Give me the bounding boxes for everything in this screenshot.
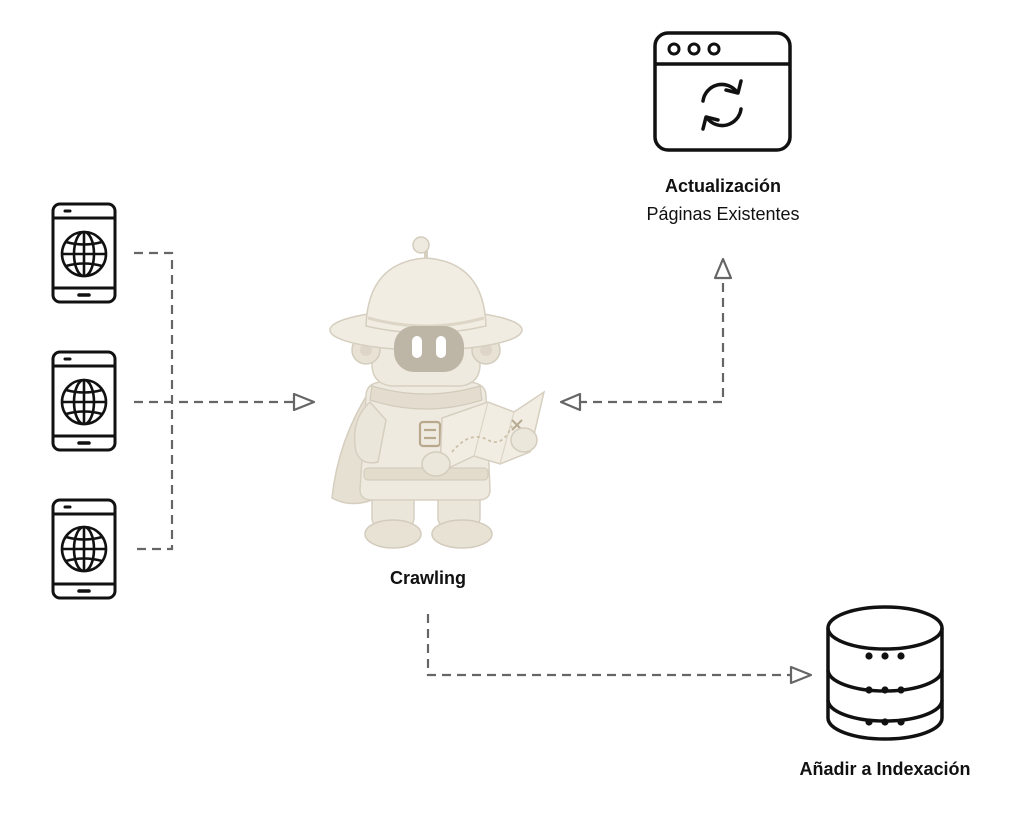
connector-crawler-to-index — [426, 614, 791, 677]
source-phone-2 — [51, 350, 117, 452]
update-title: Actualización — [664, 176, 782, 196]
crawling-label: Crawling — [389, 568, 466, 588]
globe-icon — [60, 230, 108, 278]
arrowhead-to-update — [713, 257, 733, 280]
arrowhead-to-crawler — [292, 392, 316, 412]
browser-refresh-icon — [653, 31, 792, 152]
arrowhead-from-update — [559, 392, 582, 412]
refresh-icon — [701, 79, 743, 131]
index-label: Añadir a Indexación — [799, 759, 971, 779]
source-phone-3 — [51, 498, 117, 600]
database-icon — [826, 605, 944, 741]
update-subtitle: Páginas Existentes — [646, 204, 800, 224]
globe-icon — [60, 525, 108, 573]
arrowhead-to-index — [789, 665, 813, 685]
connector-sources-to-crawler — [134, 251, 296, 551]
explorer-robot-illustration — [329, 236, 546, 549]
source-phone-1 — [51, 202, 117, 304]
connector-crawler-to-update — [578, 280, 725, 404]
globe-icon — [60, 378, 108, 426]
